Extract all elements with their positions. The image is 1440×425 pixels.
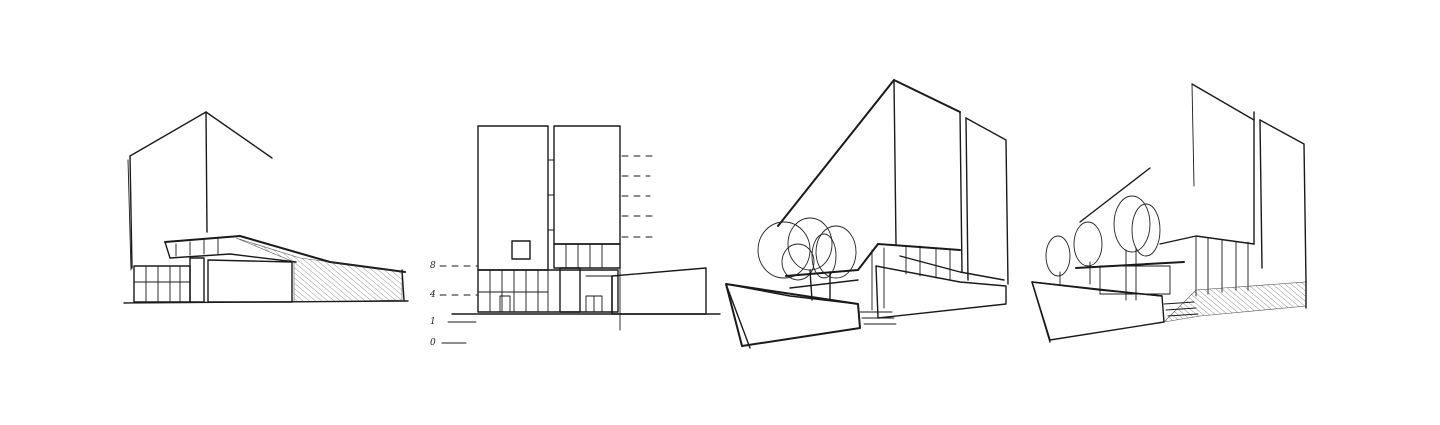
level-mark-0: 0 [430,338,436,348]
front-elevation-sketch: 8 4 1 0 [429,125,721,348]
perspective-sketch-2 [725,79,1009,349]
level-mark-4: 4 [429,290,436,300]
perspective-sketch-3 [1031,83,1307,343]
perspective-sketch-1 [123,111,409,304]
level-mark-1: 1 [430,317,436,327]
level-mark-8: 8 [430,261,436,271]
